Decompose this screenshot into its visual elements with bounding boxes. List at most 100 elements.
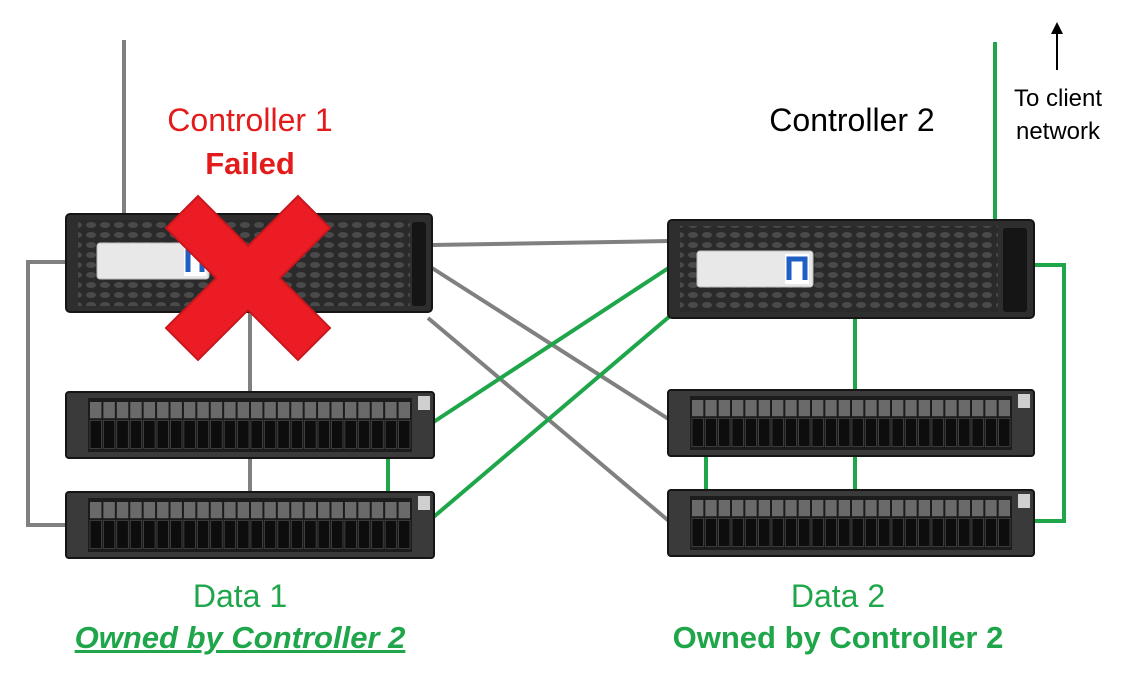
- drive-bay-handle: [318, 502, 330, 519]
- drive-bay-handle: [718, 400, 730, 417]
- controller1-label: Controller 1: [167, 102, 333, 138]
- drive-bay-handle: [170, 502, 182, 519]
- drive-bay-handle: [985, 400, 997, 417]
- drive-bay: [197, 420, 210, 449]
- drive-bay-handle: [358, 402, 370, 419]
- drive-bay-handle: [398, 502, 410, 519]
- c1-c2-cable: [431, 239, 671, 247]
- drive-bay: [89, 520, 102, 549]
- drive-bay: [891, 518, 904, 547]
- drive-bay: [344, 420, 357, 449]
- drive-bay: [143, 520, 156, 549]
- drive-bay: [745, 518, 757, 547]
- drive-bay-handle: [385, 402, 397, 419]
- drive-bay-handle: [852, 400, 864, 417]
- drive-bay: [958, 518, 971, 547]
- drive-bay: [384, 520, 397, 549]
- drive-bay: [183, 520, 196, 549]
- drive-bay-handle: [371, 402, 384, 419]
- drive-bay: [945, 518, 957, 547]
- drive-bay-handle: [985, 500, 997, 517]
- drive-bay-handle: [103, 402, 115, 419]
- data2-shelf-top: [667, 389, 1035, 457]
- drive-bay-handle: [972, 500, 984, 517]
- drive-bay-handle: [905, 400, 917, 417]
- drive-bay: [758, 418, 771, 447]
- drive-bay: [237, 420, 250, 449]
- drive-bay: [358, 420, 371, 449]
- drive-bay-handle: [277, 502, 290, 519]
- drive-bay-row: [89, 402, 411, 449]
- drive-bay: [237, 520, 250, 549]
- controller2-chassis: [667, 219, 1035, 319]
- drive-bay-handle: [398, 402, 410, 419]
- drive-bay-row: [89, 502, 411, 549]
- drive-bay: [116, 420, 129, 449]
- c2-to-data1-top-cable: [430, 265, 672, 425]
- drive-bay-handle: [237, 502, 249, 519]
- drive-bay-handle: [277, 402, 290, 419]
- drive-bay: [384, 420, 397, 449]
- arrow-up-icon: [1051, 22, 1063, 70]
- drive-bay-handle: [237, 402, 249, 419]
- drive-bay: [811, 518, 824, 547]
- drive-bay: [317, 420, 330, 449]
- drive-bay: [798, 418, 811, 447]
- drive-bay: [811, 418, 824, 447]
- drive-bay-handle: [116, 502, 129, 519]
- drive-bay-handle: [197, 402, 209, 419]
- c2-to-data1-bottom-cable: [428, 314, 672, 522]
- drive-bay-handle: [103, 502, 115, 519]
- drive-bay-handle: [892, 400, 904, 417]
- drive-bay: [891, 418, 904, 447]
- drive-bay-handle: [758, 500, 770, 517]
- drive-bay-handle: [331, 402, 343, 419]
- drive-bay: [838, 418, 851, 447]
- drive-bay-handle: [90, 502, 102, 519]
- drive-bay: [116, 520, 129, 549]
- drive-bay: [143, 420, 156, 449]
- drive-bay: [998, 418, 1011, 447]
- drive-bay: [971, 418, 984, 447]
- data1-shelf-top: [65, 391, 435, 459]
- drive-bay-handle: [251, 402, 263, 419]
- drive-bay: [210, 520, 223, 549]
- data1-shelf-bottom: [65, 491, 435, 559]
- drive-bay: [129, 520, 142, 549]
- drive-bay: [331, 520, 344, 549]
- drive-bay: [89, 420, 102, 449]
- drive-bay: [398, 520, 411, 549]
- drive-bay-handle: [772, 400, 784, 417]
- red-x-icon: [164, 194, 332, 362]
- drive-bay-handle: [264, 502, 276, 519]
- drive-bay-handle: [758, 400, 770, 417]
- drive-bay: [705, 518, 717, 547]
- drive-bay-handle: [825, 500, 837, 517]
- drive-bay: [250, 420, 263, 449]
- drive-bay-handle: [932, 400, 944, 417]
- drive-bay: [223, 420, 236, 449]
- drive-bay: [865, 518, 877, 547]
- drive-bay-handle: [812, 400, 824, 417]
- drive-bay: [170, 420, 183, 449]
- drive-bay-handle: [932, 500, 944, 517]
- drive-bay-handle: [251, 502, 263, 519]
- drive-bay-row: [691, 500, 1011, 547]
- drive-bay-handle: [197, 502, 209, 519]
- drive-bay-handle: [157, 402, 169, 419]
- drive-bay-handle: [998, 500, 1010, 517]
- drive-bay: [371, 420, 384, 449]
- drive-bay: [998, 518, 1011, 547]
- drive-bay: [985, 418, 997, 447]
- drive-bay: [718, 518, 731, 547]
- drive-bay-handle: [130, 402, 142, 419]
- drive-bay-handle: [385, 502, 397, 519]
- drive-bay: [264, 420, 277, 449]
- controller1-status: Failed: [205, 146, 295, 181]
- drive-bay: [958, 418, 971, 447]
- drive-bay: [985, 518, 997, 547]
- drive-bay: [103, 520, 116, 549]
- drive-bay-handle: [116, 402, 129, 419]
- drive-bay: [931, 418, 944, 447]
